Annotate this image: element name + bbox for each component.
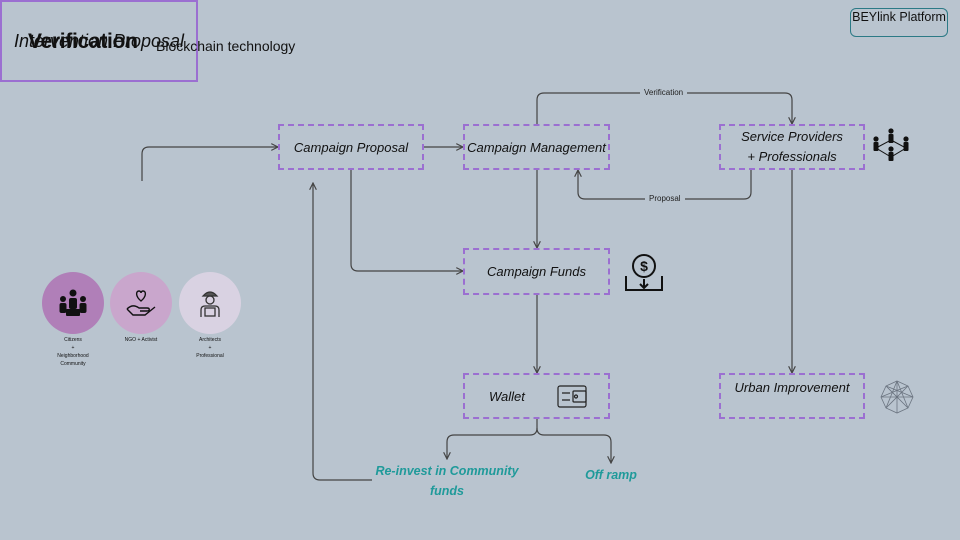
service-providers-line2: + Professionals xyxy=(747,149,837,164)
off-ramp-outcome: Off ramp xyxy=(585,468,637,482)
caption-line: Citizens xyxy=(64,337,82,343)
wallet-label: Wallet xyxy=(489,388,525,404)
heart-hand-icon xyxy=(126,290,156,316)
intervention-proposal-node: Intervention Proposal xyxy=(0,0,198,82)
caption-line: + xyxy=(208,345,212,351)
campaign-proposal-node: Campaign Proposal xyxy=(278,124,424,170)
edge-label-verification: Verification xyxy=(640,88,688,97)
page-subtitle: Blockchain technology xyxy=(156,38,296,54)
edge-reinvest-loop xyxy=(313,183,372,481)
edge-intervention-to-proposal xyxy=(141,147,278,181)
campaign-funds-node: Campaign Funds xyxy=(463,248,610,295)
edge-wallet-offramp xyxy=(536,427,611,463)
service-providers-line1: Service Providers xyxy=(741,129,843,144)
campaign-management-node: Campaign Management xyxy=(463,124,610,170)
urban-improvement-node: Urban Improvement xyxy=(719,373,865,419)
caption-citizens: Citizens + Neighborhood Community xyxy=(38,336,108,368)
platform-badge: BEYlink Platform xyxy=(850,8,948,37)
svg-text:$: $ xyxy=(640,258,648,274)
wallet-node: Wallet xyxy=(463,373,610,419)
service-providers-node: Service Providers + Professionals xyxy=(719,124,865,170)
edge-label-proposal: Proposal xyxy=(645,194,685,203)
stakeholder-citizens xyxy=(42,272,104,334)
architect-icon xyxy=(200,291,220,317)
stakeholder-ngo xyxy=(110,272,172,334)
caption-line: Neighborhood xyxy=(57,353,89,359)
stakeholder-architects xyxy=(179,272,241,334)
caption-line: + xyxy=(71,345,75,351)
edge-wallet-split xyxy=(447,419,538,459)
caption-line: Community xyxy=(60,361,86,367)
page-title: Verification xyxy=(28,30,138,53)
community-icon xyxy=(59,289,87,316)
caption-line: NGO + Activist xyxy=(124,337,158,343)
edge-proposal-to-funds xyxy=(350,170,463,271)
caption-line: Professional xyxy=(196,353,224,359)
caption-architects: Architects + Professional xyxy=(175,336,245,360)
caption-ngo: NGO + Activist xyxy=(106,336,176,344)
caption-line: Architects xyxy=(199,337,221,343)
reinvest-outcome: Re-invest in Community funds xyxy=(375,464,519,498)
